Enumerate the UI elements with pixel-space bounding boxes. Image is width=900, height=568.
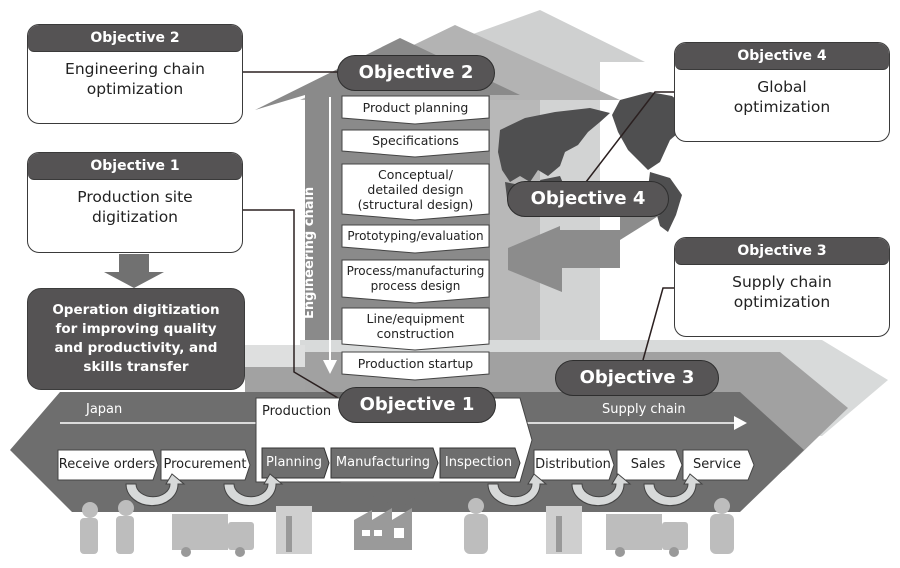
down-arrow (104, 254, 164, 288)
eng-step-specifications: Specifications (342, 130, 489, 151)
objective1-pill: Objective 1 (338, 387, 496, 423)
warehouse-icon (276, 506, 312, 554)
supply-chain-label: Supply chain (602, 402, 686, 417)
objective4-card-header: Objective 4 (675, 43, 889, 70)
objective2-card-line2: optimization (86, 80, 184, 98)
objective3-pill: Objective 3 (555, 360, 719, 396)
band-strip (245, 345, 305, 367)
objective3-card-line2: optimization (733, 293, 831, 311)
eng-chain-arrowhead (323, 360, 337, 374)
eng-step-text: Process/manufacturing (346, 263, 485, 278)
connector-obj4 (585, 91, 675, 183)
eng-step-product-planning: Product planning (342, 96, 489, 118)
worker-icon (464, 498, 488, 554)
ops-line3: and productivity, and (54, 340, 218, 356)
objective2-card-line1: Engineering chain (65, 60, 205, 78)
step-inspection: Inspection (444, 455, 513, 470)
eng-step-process-design: Process/manufacturing process design (342, 260, 489, 297)
objective2-card-header: Objective 2 (28, 25, 242, 52)
step-planning: Planning (266, 455, 322, 470)
eng-step-text: (structural design) (357, 196, 474, 212)
step-procurement: Procurement (163, 457, 247, 472)
eng-step-conceptual-design: Conceptual/ detailed design (structural … (342, 164, 489, 214)
production-label: Production (262, 404, 332, 419)
eng-step-line-construction: Line/equipment construction (342, 308, 489, 344)
right-step-shapes (533, 449, 755, 481)
objective4-card-line1: Global (757, 78, 807, 96)
engineering-chain-label: Engineering chain (302, 186, 317, 320)
eng-step-prototyping: Prototyping/evaluation (342, 225, 489, 247)
exchange-arrow (508, 226, 620, 292)
production-step-shapes (261, 447, 521, 479)
ops-line4: skills transfer (83, 359, 189, 375)
operation-digitization-box: Operation digitization for improving qua… (27, 288, 245, 390)
step-service: Service (692, 457, 742, 472)
truck-icon-2 (606, 514, 688, 557)
eng-step-text: construction (376, 326, 455, 341)
ops-line1: Operation digitization (52, 302, 220, 318)
ops-line2: for improving quality (55, 321, 217, 337)
objective2-card: Objective 2 Engineering chain optimizati… (27, 24, 243, 124)
eng-step-text: Prototyping/evaluation (347, 228, 484, 243)
cycle-arrows (125, 473, 704, 507)
objective1-card-line1: Production site (77, 188, 193, 206)
objective1-card-header: Objective 1 (28, 153, 242, 180)
objective3-card-line1: Supply chain (732, 273, 832, 291)
step-manufacturing: Manufacturing (335, 455, 431, 470)
worker-icon-2 (710, 498, 734, 554)
eng-step-text: Line/equipment (366, 311, 465, 326)
eng-step-text: Product planning (362, 99, 469, 115)
left-step-shapes (57, 449, 251, 481)
truck-icon (172, 514, 254, 557)
connector-obj3 (642, 287, 675, 361)
step-distribution: Distribution (535, 457, 611, 472)
eng-step-production-startup: Production startup (342, 352, 489, 374)
handshake-icon (80, 500, 134, 554)
supply-arrowhead (734, 416, 747, 430)
step-receive-orders: Receive orders (58, 457, 156, 472)
objective1-card: Objective 1 Production site digitization (27, 152, 243, 253)
objective1-card-line2: digitization (92, 208, 178, 226)
objective4-card-line2: optimization (733, 98, 831, 116)
illustrations (80, 498, 734, 557)
eng-step-text: Specifications (372, 133, 459, 148)
objective3-card: Objective 3 Supply chain optimization (674, 237, 890, 337)
connector-obj1 (243, 209, 339, 399)
production-down-arrow (340, 482, 440, 508)
japan-label: Japan (86, 402, 123, 417)
objective2-pill: Objective 2 (337, 55, 495, 91)
eng-step-shapes (341, 95, 490, 381)
eng-step-text: Production startup (357, 355, 474, 371)
eng-step-text: detailed design (367, 181, 464, 197)
objective4-pill: Objective 4 (507, 181, 669, 217)
objective3-card-header: Objective 3 (675, 238, 889, 265)
factory-icon (354, 508, 412, 550)
eng-step-text: Conceptual/ (378, 166, 453, 182)
warehouse-icon-2 (546, 506, 582, 554)
eng-step-text: process design (370, 278, 461, 293)
band-strip-2 (245, 367, 305, 392)
step-sales: Sales (630, 457, 666, 472)
objective4-card: Objective 4 Global optimization (674, 42, 890, 142)
